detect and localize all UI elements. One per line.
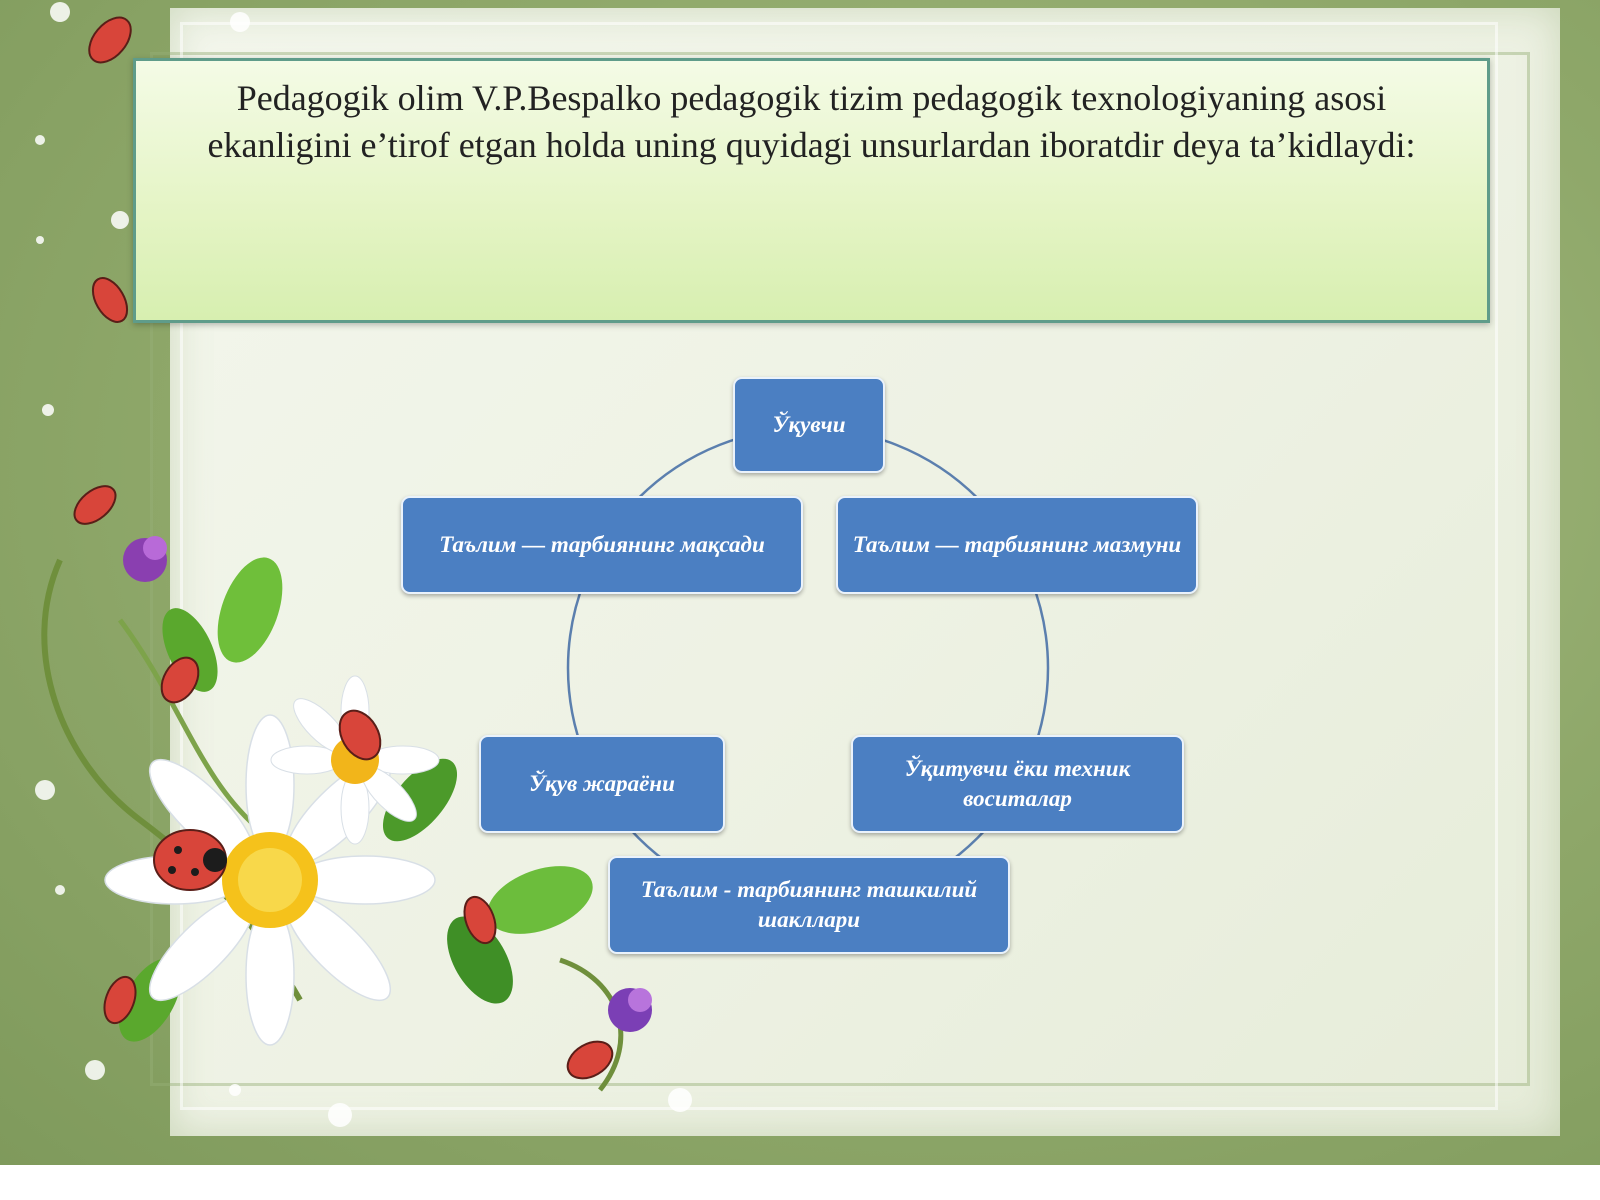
slide-background: Pedagogik olim V.P.Bespalko pedagogik ti… [0,0,1600,1165]
slide-title: Pedagogik olim V.P.Bespalko pedagogik ti… [207,78,1416,165]
node-talim-maksadi: Таълим — тарбиянинг мақсади [401,496,803,594]
node-talim-mazmuni: Таълим — тарбиянинг мазмуни [836,496,1198,594]
node-ukuv-jarayoni: Ўқув жараёни [479,735,725,833]
node-ukuvchi: Ўқувчи [733,377,885,473]
flower-decoration-icon [35,2,692,1127]
node-talim-shakllari: Таълим - тарбиянинг ташкилий шакллари [608,856,1010,954]
title-box: Pedagogik olim V.P.Bespalko pedagogik ti… [133,58,1490,323]
frame-border-inner [180,22,1498,1110]
node-ukituvchi-vositalar: Ўқитувчи ёки техник воситалар [851,735,1184,833]
